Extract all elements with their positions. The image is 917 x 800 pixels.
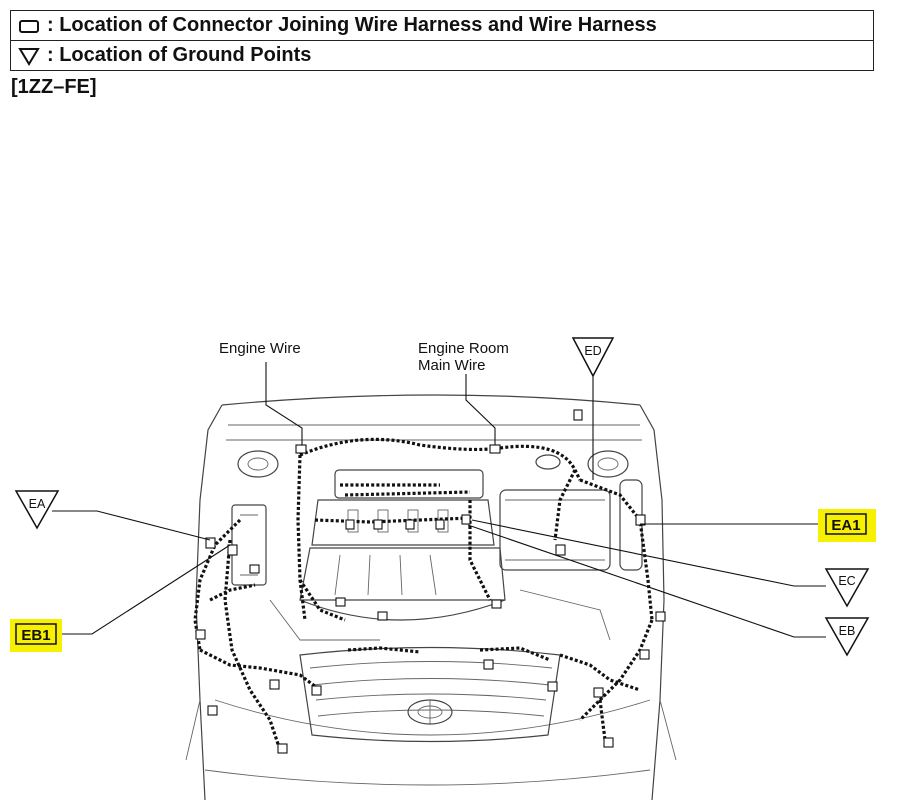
legend-ground-row: : Location of Ground Points: [11, 40, 873, 70]
front-grille: [299, 646, 561, 743]
ground-point-ec-label: EC: [838, 574, 855, 588]
ground-point-ed: ED: [571, 337, 615, 378]
legend-connector-row: : Location of Connector Joining Wire Har…: [11, 11, 873, 40]
legend-box: : Location of Connector Joining Wire Har…: [10, 10, 874, 71]
engine-wire-label: Engine Wire: [219, 340, 301, 357]
connector-eb1-label: EB1: [21, 627, 50, 644]
connector-square-icon: [11, 11, 47, 40]
ground-point-ea: EA: [14, 490, 60, 530]
harness-connectors: [195, 409, 666, 754]
legend-connector-text: : Location of Connector Joining Wire Har…: [47, 14, 657, 36]
wire-harness-routes: [193, 437, 654, 751]
engine-block: [231, 469, 643, 641]
connector-eb1: EB1: [10, 619, 62, 652]
ground-point-ed-label: ED: [584, 344, 601, 358]
engine-room-main-wire-label-line1: Engine Room: [418, 340, 509, 357]
ground-point-ea-label: EA: [29, 497, 46, 511]
connector-ea1: EA1: [818, 509, 876, 542]
right-strut-tower: [587, 450, 629, 478]
callout-leader-lines: [52, 362, 826, 638]
ground-point-eb-label: EB: [839, 624, 856, 638]
ground-point-ec: EC: [824, 568, 870, 608]
left-strut-tower: [237, 450, 279, 478]
engine-variant-label: [1ZZ–FE]: [11, 76, 97, 98]
legend-ground-text: : Location of Ground Points: [47, 44, 312, 66]
vehicle-outline: [185, 394, 677, 800]
ground-triangle-icon: [11, 41, 47, 70]
ground-point-eb: EB: [824, 617, 870, 657]
engine-room-main-wire-label-line2: Main Wire: [418, 357, 486, 374]
connector-ea1-label: EA1: [831, 517, 860, 534]
